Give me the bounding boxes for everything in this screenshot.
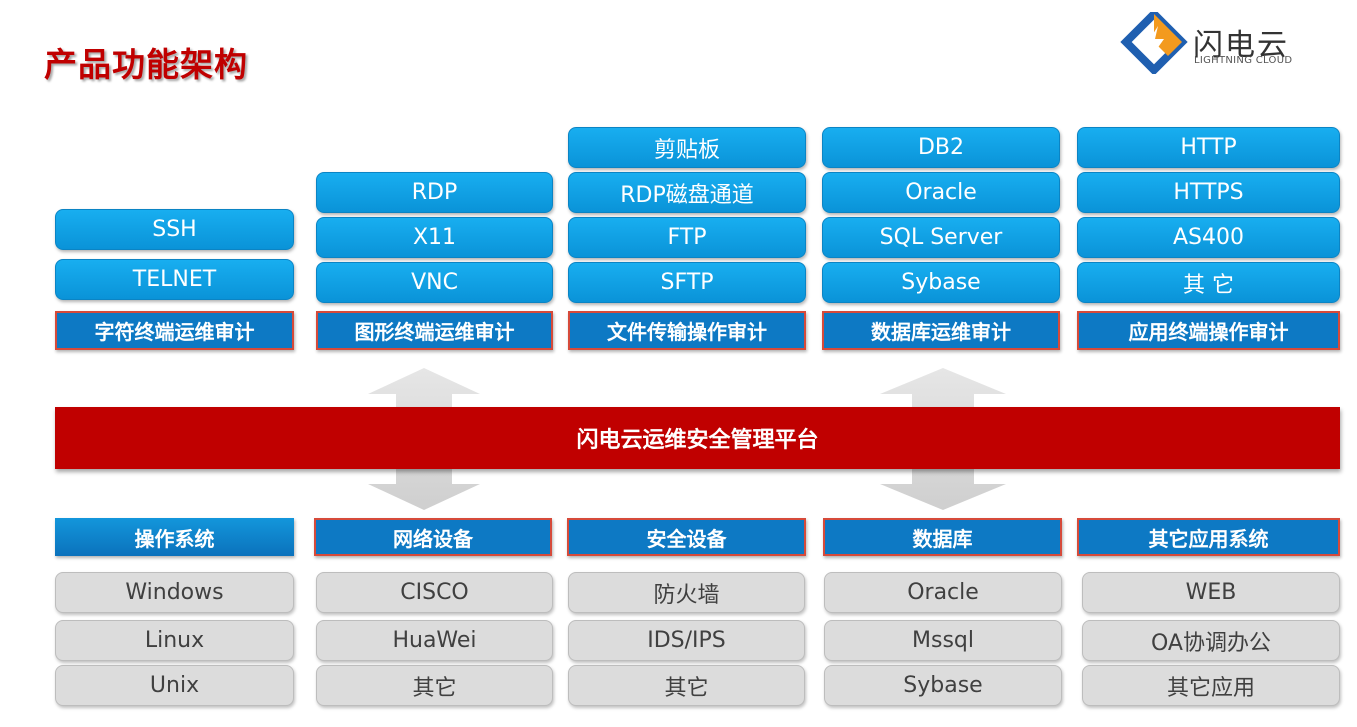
- resource-item: OA协调办公: [1082, 620, 1340, 661]
- audit-item: Sybase: [822, 262, 1060, 303]
- audit-item: RDP磁盘通道: [568, 172, 806, 213]
- resource-item: Oracle: [824, 572, 1062, 613]
- resource-item: Unix: [55, 665, 294, 706]
- audit-item: RDP: [316, 172, 553, 213]
- resource-item: Mssql: [824, 620, 1062, 661]
- resource-item: 其它: [568, 665, 805, 706]
- resource-category: 数据库: [823, 518, 1062, 556]
- resource-item: CISCO: [316, 572, 553, 613]
- resource-category: 操作系统: [55, 518, 294, 556]
- logo-name-cn: 闪电云: [1193, 28, 1289, 63]
- audit-item: 其 它: [1077, 262, 1340, 303]
- resource-item: 防火墙: [568, 572, 805, 613]
- audit-item: X11: [316, 217, 553, 258]
- audit-item: SFTP: [568, 262, 806, 303]
- audit-item: TELNET: [55, 259, 294, 300]
- lightning-cloud-logo: [1120, 12, 1188, 74]
- audit-category: 文件传输操作审计: [568, 311, 806, 350]
- audit-item: DB2: [822, 127, 1060, 168]
- resource-item: Sybase: [824, 665, 1062, 706]
- resource-item: Linux: [55, 620, 294, 661]
- resource-item: WEB: [1082, 572, 1340, 613]
- page-title: 产品功能架构: [44, 45, 248, 84]
- audit-item: VNC: [316, 262, 553, 303]
- audit-item: SSH: [55, 209, 294, 250]
- audit-item: AS400: [1077, 217, 1340, 258]
- resource-category: 其它应用系统: [1077, 518, 1340, 556]
- audit-item: 剪贴板: [568, 127, 806, 168]
- audit-item: FTP: [568, 217, 806, 258]
- resource-item: 其它: [316, 665, 553, 706]
- logo-mark-icon: [1120, 12, 1188, 74]
- audit-category: 应用终端操作审计: [1077, 311, 1340, 350]
- resource-category: 安全设备: [567, 518, 806, 556]
- audit-item: Oracle: [822, 172, 1060, 213]
- resource-item: Windows: [55, 572, 294, 613]
- audit-category: 字符终端运维审计: [55, 311, 294, 350]
- audit-category: 图形终端运维审计: [316, 311, 553, 350]
- resource-item: 其它应用: [1082, 665, 1340, 706]
- audit-item: HTTPS: [1077, 172, 1340, 213]
- resource-category: 网络设备: [314, 518, 552, 556]
- resource-item: HuaWei: [316, 620, 553, 661]
- audit-item: SQL Server: [822, 217, 1060, 258]
- resource-item: IDS/IPS: [568, 620, 805, 661]
- logo-name-en: LIGHTNING CLOUD: [1194, 55, 1293, 66]
- platform-bar: 闪电云运维安全管理平台: [55, 407, 1340, 469]
- audit-item: HTTP: [1077, 127, 1340, 168]
- audit-category: 数据库运维审计: [822, 311, 1060, 350]
